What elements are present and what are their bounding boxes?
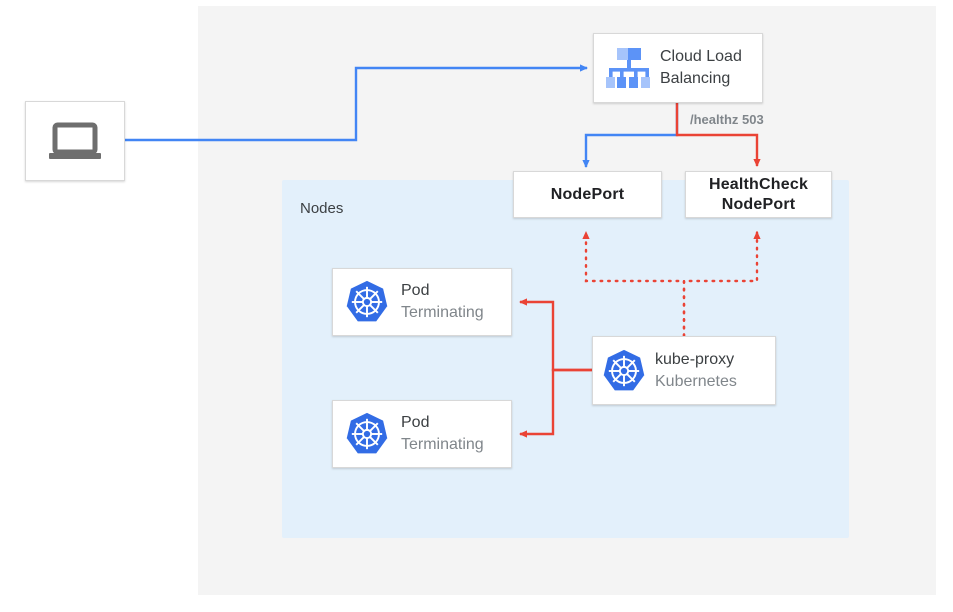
nodes-panel-label: Nodes <box>300 200 344 217</box>
laptop-icon <box>46 119 104 163</box>
kubernetes-icon <box>333 411 401 457</box>
healthcheck-nodeport-node[interactable]: HealthCheck NodePort <box>685 171 832 218</box>
cloud-load-balancing-icon <box>598 44 660 92</box>
healthcheck-nodeport-title-line-2: NodePort <box>721 195 796 213</box>
healthcheck-nodeport-label: HealthCheck NodePort <box>686 172 831 217</box>
kubernetes-icon <box>593 348 655 394</box>
cloud-load-balancing-label: Cloud Load Balancing <box>660 46 762 90</box>
pod-2-status: Terminating <box>401 436 484 453</box>
client-laptop-node[interactable] <box>25 101 125 181</box>
nodeport-label: NodePort <box>550 185 625 203</box>
pod-2-title: Pod <box>401 414 430 431</box>
kube-proxy-node[interactable]: kube-proxy Kubernetes <box>592 336 776 405</box>
kube-proxy-subtitle: Kubernetes <box>655 372 737 390</box>
cloud-load-balancing-title: Cloud Load <box>660 48 742 65</box>
pod-2-label: Pod Terminating <box>401 412 511 456</box>
cloud-load-balancing-subtitle: Balancing <box>660 70 731 87</box>
healthz-status-label: /healthz 503 <box>690 112 764 127</box>
cloud-load-balancing-node[interactable]: Cloud Load Balancing <box>593 33 763 103</box>
pod-1-label: Pod Terminating <box>401 280 511 324</box>
nodeport-node[interactable]: NodePort <box>513 171 662 218</box>
kubernetes-icon <box>333 279 401 325</box>
kube-proxy-label: kube-proxy Kubernetes <box>655 349 775 393</box>
pod-1-status: Terminating <box>401 304 484 321</box>
pod-1-title: Pod <box>401 282 430 299</box>
edge-kube-proxy-to-pod-1 <box>518 298 592 372</box>
edge-load-balancer-to-nodeport <box>582 103 679 169</box>
healthcheck-nodeport-title-line-1: HealthCheck <box>708 175 809 193</box>
edge-client-to-load-balancer <box>124 64 589 142</box>
edge-kube-proxy-to-nodeport <box>582 230 686 338</box>
kube-proxy-title: kube-proxy <box>655 350 735 368</box>
pod-2-node[interactable]: Pod Terminating <box>332 400 512 468</box>
pod-1-node[interactable]: Pod Terminating <box>332 268 512 336</box>
edge-kube-proxy-to-healthcheck-nodeport <box>682 230 761 338</box>
edge-kube-proxy-to-pod-2 <box>518 368 592 438</box>
edge-load-balancer-to-healthcheck-nodeport <box>675 103 761 168</box>
